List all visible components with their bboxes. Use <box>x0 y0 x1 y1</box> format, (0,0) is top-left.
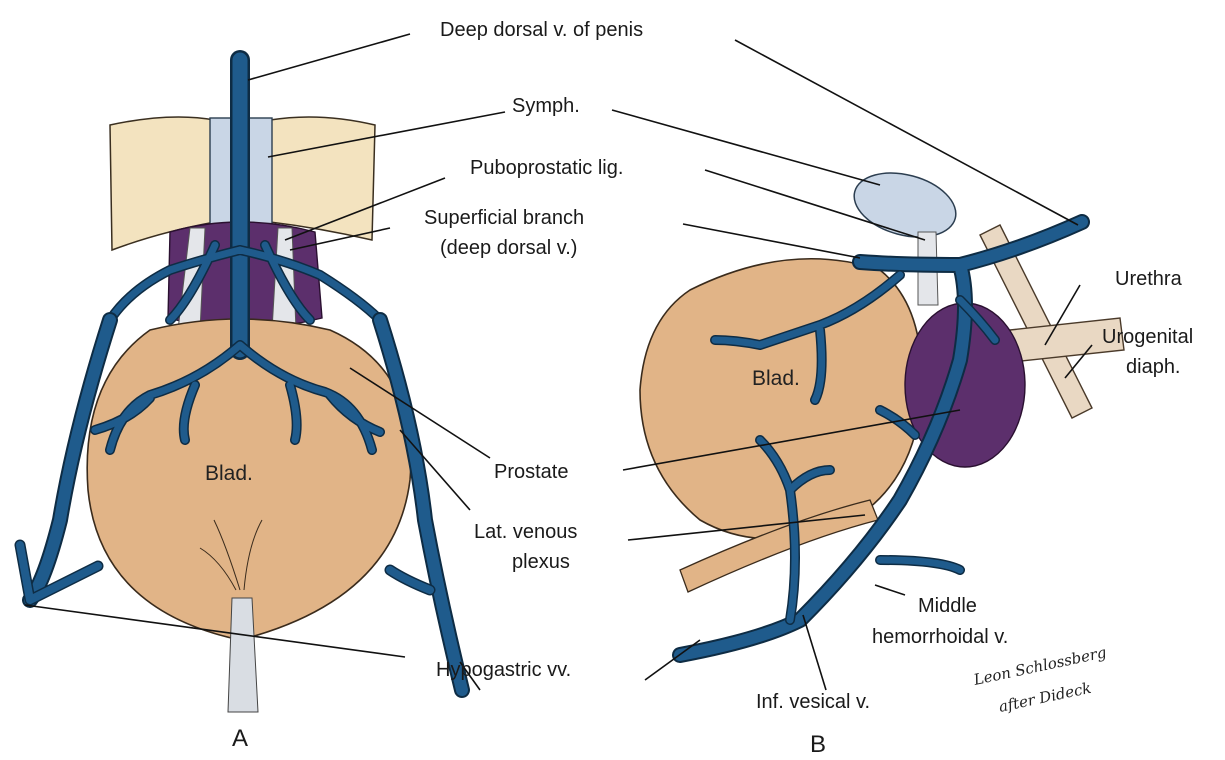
urachus-a <box>227 597 259 713</box>
label-symphysis: Symph. <box>512 95 580 117</box>
label-bladder-b: Blad. <box>752 367 800 390</box>
label-bladder-a: Blad. <box>205 462 253 485</box>
label-urethra: Urethra <box>1115 268 1183 290</box>
panel-b-illustration <box>639 172 1125 663</box>
symphysis-b <box>853 172 957 238</box>
bladder-b <box>639 258 923 540</box>
panel-label-b: B <box>810 731 826 755</box>
label-deep-dorsal-vein: Deep dorsal v. of penis <box>440 19 643 41</box>
hypogastric-veins-a <box>14 312 470 698</box>
label-superficial-branch-2: (deep dorsal v.) <box>440 237 577 259</box>
label-hypogastric: Hypogastric vv. <box>436 659 571 681</box>
artist-signature: Leon Schlossberg after Dideck <box>971 643 1108 716</box>
label-inf-vesical: Inf. vesical v. <box>756 691 870 713</box>
label-prostate: Prostate <box>494 461 568 483</box>
label-lat-venous-2: plexus <box>512 551 570 573</box>
label-puboprostatic-lig: Puboprostatic lig. <box>470 157 623 179</box>
label-urogenital-2: diaph. <box>1126 356 1181 378</box>
bladder-veins-a <box>90 240 385 455</box>
label-superficial-branch-1: Superficial branch <box>424 207 584 229</box>
veins-b <box>672 214 1090 663</box>
panel-label-a: A <box>232 725 248 752</box>
label-urogenital-1: Urogenital <box>1102 326 1193 348</box>
label-lat-venous-1: Lat. venous <box>474 521 577 543</box>
leader-lines <box>24 33 1093 691</box>
label-middle-hemorrhoidal-2: hemorrhoidal v. <box>872 626 1008 648</box>
label-middle-hemorrhoidal-1: Middle <box>918 595 977 617</box>
panel-a-illustration <box>14 50 470 713</box>
signature-line-2: after Dideck <box>997 679 1093 716</box>
